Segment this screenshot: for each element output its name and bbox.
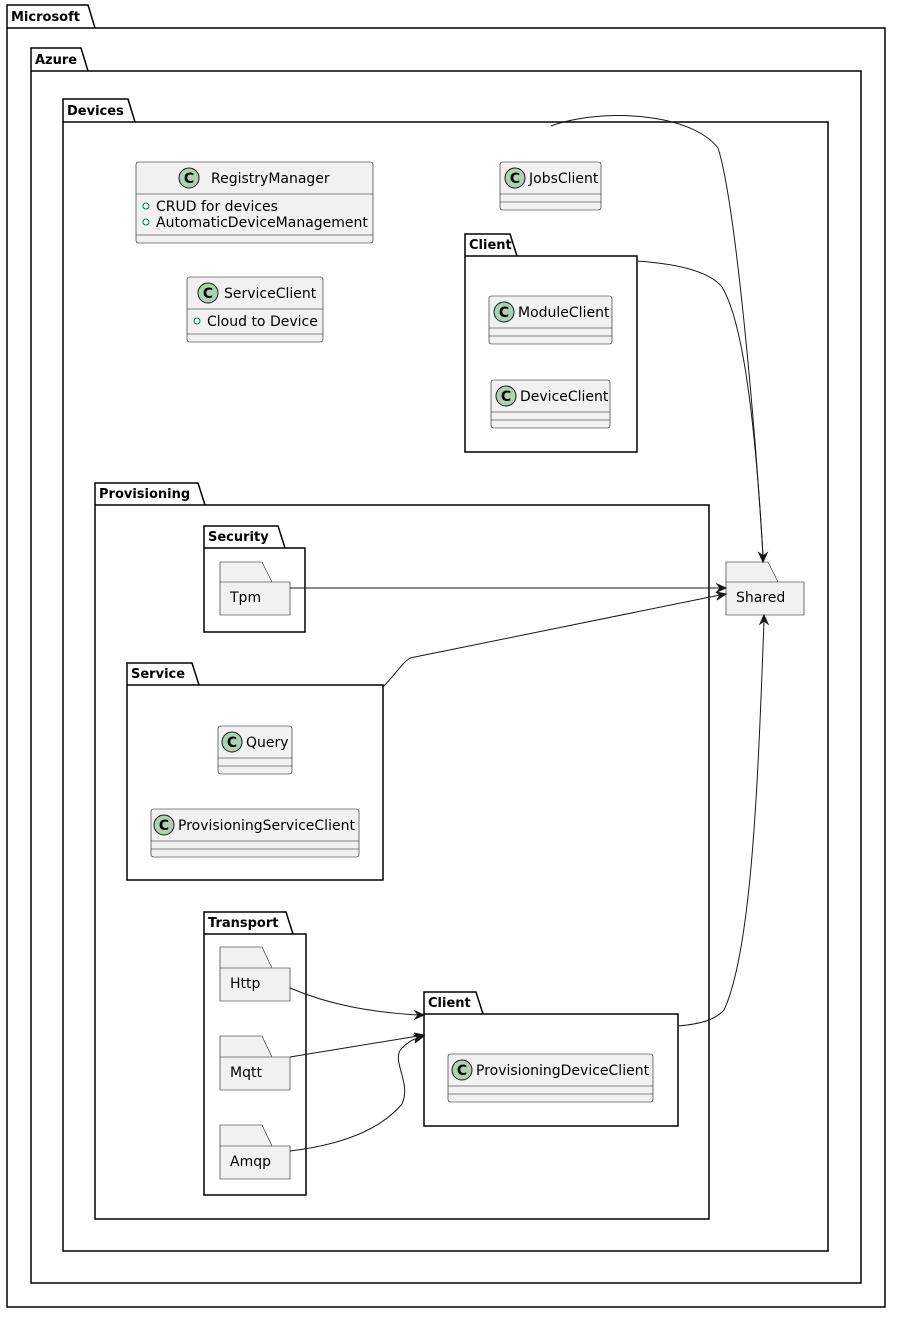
class-name: ProvisioningDeviceClient <box>476 1063 650 1079</box>
edge-service-to-shared <box>382 591 728 688</box>
class-member: Cloud to Device <box>207 314 318 330</box>
class-circle-icon <box>178 167 200 189</box>
class-stereotype-letter: C <box>499 305 509 321</box>
class-service-client: C ServiceClient Cloud to Device <box>186 276 324 343</box>
class-name: JobsClient <box>528 171 599 187</box>
public-visibility-icon <box>142 218 150 226</box>
package-security-title: Security <box>208 530 269 545</box>
package-security: Security <box>203 525 306 633</box>
class-stereotype-letter: C <box>501 389 511 405</box>
package-provisioning-title: Provisioning <box>99 487 190 502</box>
class-stereotype-letter: C <box>227 735 237 751</box>
folder-label: Shared <box>736 590 785 606</box>
package-transport: Transport <box>203 911 307 1196</box>
class-module-client: C ModuleClient <box>488 295 613 345</box>
class-device-client: C DeviceClient <box>490 379 611 429</box>
class-name: ProvisioningServiceClient <box>178 818 355 834</box>
class-stereotype-letter: C <box>510 171 520 187</box>
class-query: C Query <box>217 725 293 775</box>
class-provisioning-service-client: C ProvisioningServiceClient <box>150 808 360 858</box>
public-visibility-icon <box>193 317 201 325</box>
class-circle-icon <box>451 1059 473 1081</box>
package-transport-title: Transport <box>208 916 278 931</box>
class-circle-icon <box>153 814 175 836</box>
package-microsoft: Microsoft <box>6 4 886 1308</box>
package-devices: Devices <box>62 98 829 1252</box>
class-name: ModuleClient <box>518 305 610 321</box>
folder-label: Http <box>230 976 261 992</box>
class-stereotype-letter: C <box>203 286 213 302</box>
package-devices-title: Devices <box>67 104 124 119</box>
public-visibility-icon <box>142 202 150 210</box>
class-registry-manager: C RegistryManager CRUD for devices Autom… <box>135 161 374 244</box>
package-microsoft-title: Microsoft <box>11 10 80 25</box>
class-circle-icon <box>504 167 526 189</box>
package-azure-title: Azure <box>35 53 77 68</box>
edge-client-top-to-shared <box>636 260 769 564</box>
package-client-provisioning: Client <box>423 991 679 1127</box>
folder-label: Amqp <box>230 1154 271 1170</box>
package-service: Service <box>126 662 384 881</box>
package-azure: Azure <box>30 47 862 1284</box>
class-circle-icon <box>495 385 517 407</box>
class-stereotype-letter: C <box>184 171 194 187</box>
class-jobs-client: C JobsClient <box>499 161 602 211</box>
class-stereotype-letter: C <box>457 1063 467 1079</box>
class-stereotype-letter: C <box>159 818 169 834</box>
folder-tpm: Tpm <box>219 561 291 616</box>
class-circle-icon <box>493 301 515 323</box>
class-name: ServiceClient <box>224 286 317 302</box>
folder-shared: Shared <box>725 561 805 616</box>
class-member: CRUD for devices <box>156 199 278 215</box>
folder-http: Http <box>219 946 291 1002</box>
package-service-title: Service <box>131 667 185 682</box>
class-provisioning-device-client: C ProvisioningDeviceClient <box>447 1053 654 1103</box>
class-name: RegistryManager <box>211 171 330 187</box>
edge-amqp-to-client-prov <box>289 1034 426 1152</box>
class-name: Query <box>246 735 289 751</box>
edge-client-prov-to-shared <box>677 613 770 1027</box>
package-client-top: Client <box>464 233 638 453</box>
folder-amqp: Amqp <box>219 1124 291 1180</box>
package-client-provisioning-title: Client <box>428 996 471 1011</box>
package-provisioning: Provisioning <box>94 482 710 1220</box>
package-client-top-title: Client <box>469 238 512 253</box>
edge-http-to-client-prov <box>289 987 426 1021</box>
class-name: DeviceClient <box>520 389 609 405</box>
class-member: AutomaticDeviceManagement <box>156 215 368 231</box>
class-circle-icon <box>221 731 243 753</box>
folder-label: Tpm <box>229 590 261 606</box>
edge-mqtt-to-client-prov <box>289 1032 426 1058</box>
folder-label: Mqtt <box>230 1065 262 1081</box>
class-circle-icon <box>197 282 219 304</box>
edge-tpm-to-shared <box>290 582 728 594</box>
folder-mqtt: Mqtt <box>219 1035 291 1091</box>
